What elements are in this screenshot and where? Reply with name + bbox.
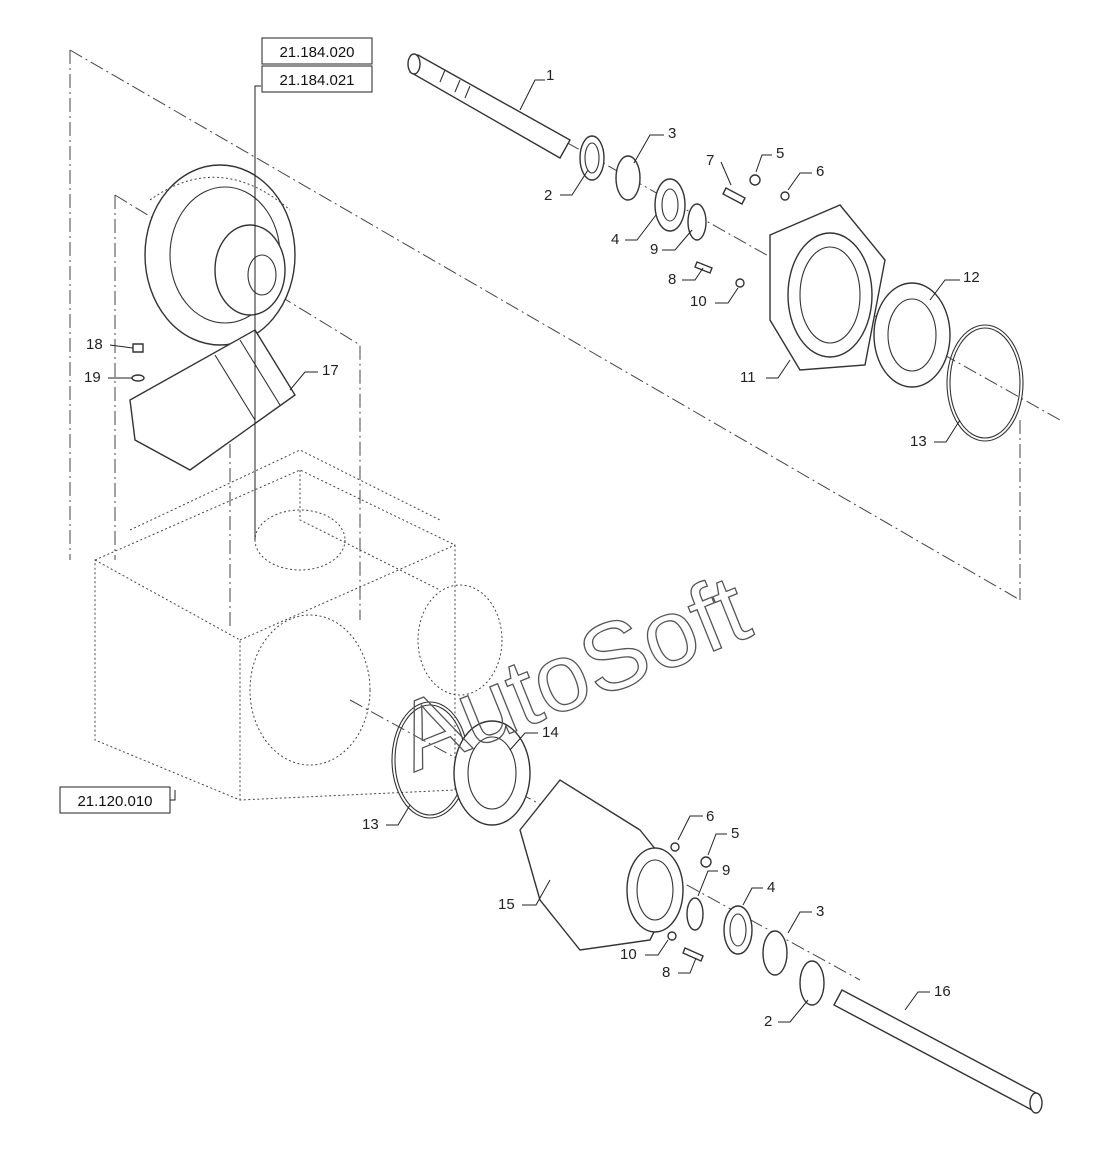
callout-11: 11 <box>740 369 756 386</box>
callout-13-top: 13 <box>910 433 927 450</box>
top-fastener-set <box>694 174 790 288</box>
callout-6-top: 6 <box>816 163 824 180</box>
output-shaft-part <box>833 989 1043 1114</box>
housing-phantom <box>94 449 503 801</box>
reference-text-3: 21.120.010 <box>77 793 152 810</box>
callout-3-top: 3 <box>668 125 676 142</box>
callout-2-top: 2 <box>544 187 552 204</box>
bottom-fastener-set <box>667 842 825 1006</box>
input-shaft-part <box>407 53 571 159</box>
callout-7: 7 <box>706 152 714 169</box>
callout-14: 14 <box>542 724 559 741</box>
callout-10-bottom: 10 <box>620 946 637 963</box>
reference-box-3[interactable]: 21.120.010 <box>59 786 171 814</box>
callout-10-top: 10 <box>690 293 707 310</box>
callout-leaders <box>108 79 961 1023</box>
callout-13-bottom: 13 <box>362 816 379 833</box>
callout-labels: 1 2 3 4 9 7 5 6 8 10 11 12 13 17 18 19 1… <box>84 67 980 1030</box>
gear-assembly-part <box>144 164 296 346</box>
reference-text-2: 21.184.021 <box>279 72 354 89</box>
callout-4-top: 4 <box>611 231 619 248</box>
top-bearing-housing-part <box>769 204 886 371</box>
reference-text-1: 21.184.020 <box>279 44 354 61</box>
bottom-bearing-part <box>453 720 531 826</box>
callout-9-top: 9 <box>650 241 658 258</box>
callout-4-bottom: 4 <box>767 879 775 896</box>
callout-5-bottom: 5 <box>731 825 739 842</box>
reference-box-2[interactable]: 21.184.021 <box>261 65 373 93</box>
cover-plate-part <box>129 329 296 471</box>
top-o-ring-part <box>946 324 1024 442</box>
reference-box-1[interactable]: 21.184.020 <box>261 37 373 65</box>
callout-6-bottom: 6 <box>706 808 714 825</box>
callout-3-bottom: 3 <box>816 903 824 920</box>
top-ring-set <box>579 135 707 241</box>
callout-1: 1 <box>546 67 554 84</box>
callout-17: 17 <box>322 362 339 379</box>
bottom-bearing-housing-part <box>519 779 684 951</box>
callout-2-bottom: 2 <box>764 1013 772 1030</box>
callout-8-top: 8 <box>668 271 676 288</box>
top-bearing-part <box>873 282 951 388</box>
callout-12: 12 <box>963 269 980 286</box>
callout-15: 15 <box>498 896 515 913</box>
callout-5-top: 5 <box>776 145 784 162</box>
callout-18: 18 <box>86 336 103 353</box>
callout-16: 16 <box>934 983 951 1000</box>
callout-8-bottom: 8 <box>662 964 670 981</box>
callout-19: 19 <box>84 369 101 386</box>
watermark-text: AutoSoft <box>382 555 764 792</box>
callout-9-bottom: 9 <box>722 862 730 879</box>
